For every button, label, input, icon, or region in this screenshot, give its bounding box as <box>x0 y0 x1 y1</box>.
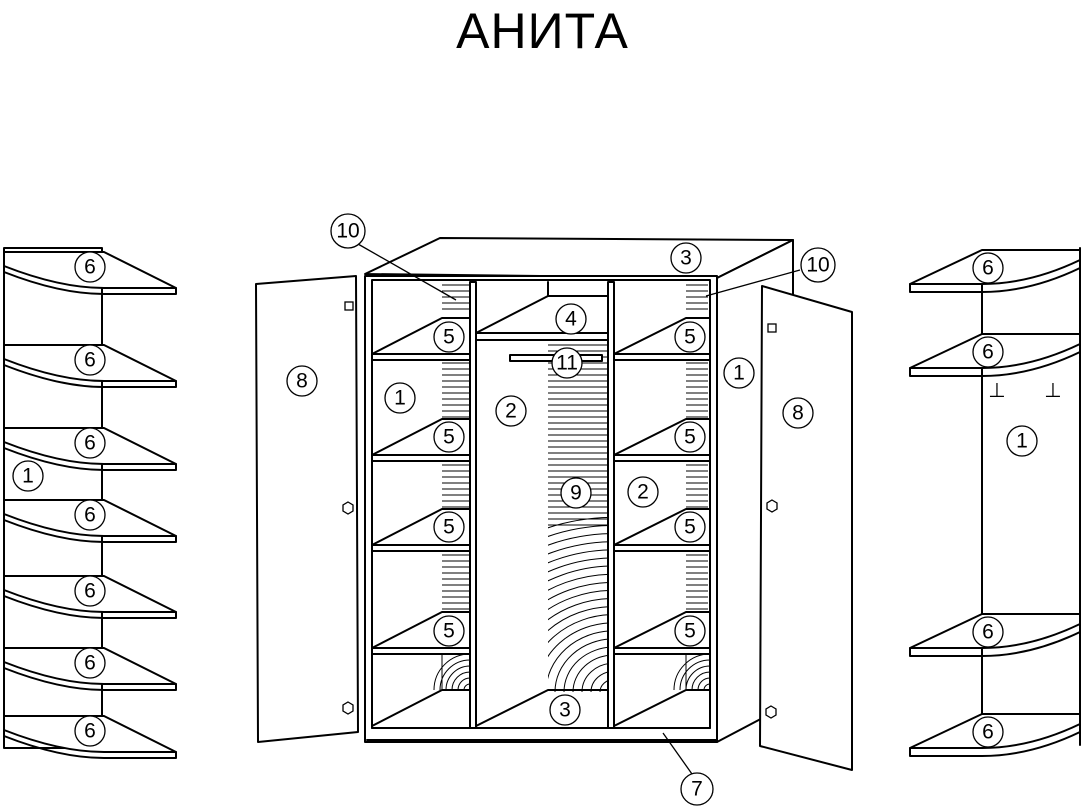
svg-text:8: 8 <box>792 402 804 425</box>
callout-6-right: 6 <box>972 716 1004 748</box>
svg-text:6: 6 <box>982 721 994 744</box>
left-corner-shelf-unit: 6 6 6 6 6 6 6 <box>3 247 177 759</box>
svg-text:5: 5 <box>443 516 455 539</box>
callout-8-right: 8 <box>782 397 814 429</box>
left-corner-shelves: 6 6 6 6 6 6 6 <box>3 251 177 759</box>
callout-11: 11 <box>551 347 583 379</box>
callout-6-left: 6 <box>74 251 106 283</box>
svg-text:6: 6 <box>84 580 96 603</box>
callout-5: 5 <box>433 615 465 647</box>
svg-text:1: 1 <box>394 387 406 410</box>
svg-text:6: 6 <box>982 257 994 280</box>
svg-text:4: 4 <box>565 308 577 331</box>
callout-6-left: 6 <box>74 344 106 376</box>
callout-8-left: 8 <box>286 365 318 397</box>
mount-mark-left: ⊥ <box>988 380 1005 402</box>
callout-9: 9 <box>560 477 592 509</box>
callout-1-left-unit: 1 <box>12 460 44 492</box>
left-door <box>255 275 359 743</box>
svg-text:5: 5 <box>684 426 696 449</box>
svg-text:2: 2 <box>637 481 649 504</box>
callout-1-side: 1 <box>723 357 755 389</box>
svg-text:6: 6 <box>84 504 96 527</box>
callout-6-left: 6 <box>74 647 106 679</box>
callout-10-left: 10 <box>330 213 366 249</box>
svg-text:1: 1 <box>22 465 34 488</box>
svg-text:5: 5 <box>443 426 455 449</box>
svg-text:1: 1 <box>733 362 745 385</box>
callout-1-inner: 1 <box>384 382 416 414</box>
callout-2-right: 2 <box>627 476 659 508</box>
svg-text:8: 8 <box>296 370 308 393</box>
svg-text:2: 2 <box>505 400 517 423</box>
svg-text:11: 11 <box>556 352 578 375</box>
svg-text:3: 3 <box>680 247 692 270</box>
callout-5: 5 <box>433 511 465 543</box>
callout-6-left: 6 <box>74 715 106 747</box>
svg-text:1: 1 <box>1016 430 1028 453</box>
svg-text:9: 9 <box>570 482 582 505</box>
callout-5: 5 <box>674 511 706 543</box>
mount-mark-right: ⊥ <box>1044 380 1061 402</box>
svg-text:5: 5 <box>443 326 455 349</box>
svg-text:6: 6 <box>982 341 994 364</box>
svg-text:7: 7 <box>691 778 703 801</box>
callout-3-top: 3 <box>670 242 702 274</box>
svg-text:6: 6 <box>982 621 994 644</box>
callout-6-left: 6 <box>74 575 106 607</box>
right-corner-shelf-unit: 6 6 6 6 ⊥ ⊥ <box>909 247 1081 757</box>
svg-text:5: 5 <box>443 620 455 643</box>
callout-6-right: 6 <box>972 336 1004 368</box>
svg-text:10: 10 <box>806 254 829 277</box>
callout-5: 5 <box>433 421 465 453</box>
svg-text:10: 10 <box>336 220 359 243</box>
callout-6-left: 6 <box>74 427 106 459</box>
callout-6-right: 6 <box>972 616 1004 648</box>
callout-6-left: 6 <box>74 499 106 531</box>
callout-7: 7 <box>680 772 714 806</box>
callout-2-middle: 2 <box>495 395 527 427</box>
callout-5: 5 <box>674 421 706 453</box>
svg-text:5: 5 <box>684 326 696 349</box>
callout-1-right-unit: 1 <box>1006 425 1038 457</box>
svg-text:5: 5 <box>684 516 696 539</box>
svg-text:6: 6 <box>84 432 96 455</box>
svg-text:6: 6 <box>84 349 96 372</box>
right-door <box>759 285 853 771</box>
svg-text:6: 6 <box>84 652 96 675</box>
callout-5: 5 <box>674 615 706 647</box>
svg-text:3: 3 <box>559 699 571 722</box>
callout-4: 4 <box>555 303 587 335</box>
callout-5: 5 <box>433 321 465 353</box>
diagram-title: АНИТА <box>456 3 629 59</box>
svg-text:6: 6 <box>84 720 96 743</box>
svg-text:6: 6 <box>84 256 96 279</box>
right-corner-shelves: 6 6 6 6 <box>909 249 1081 757</box>
callout-10-right: 10 <box>800 247 836 283</box>
callout-5: 5 <box>674 321 706 353</box>
callout-3-bottom: 3 <box>549 694 581 726</box>
svg-text:5: 5 <box>684 620 696 643</box>
callout-6-right: 6 <box>972 252 1004 284</box>
